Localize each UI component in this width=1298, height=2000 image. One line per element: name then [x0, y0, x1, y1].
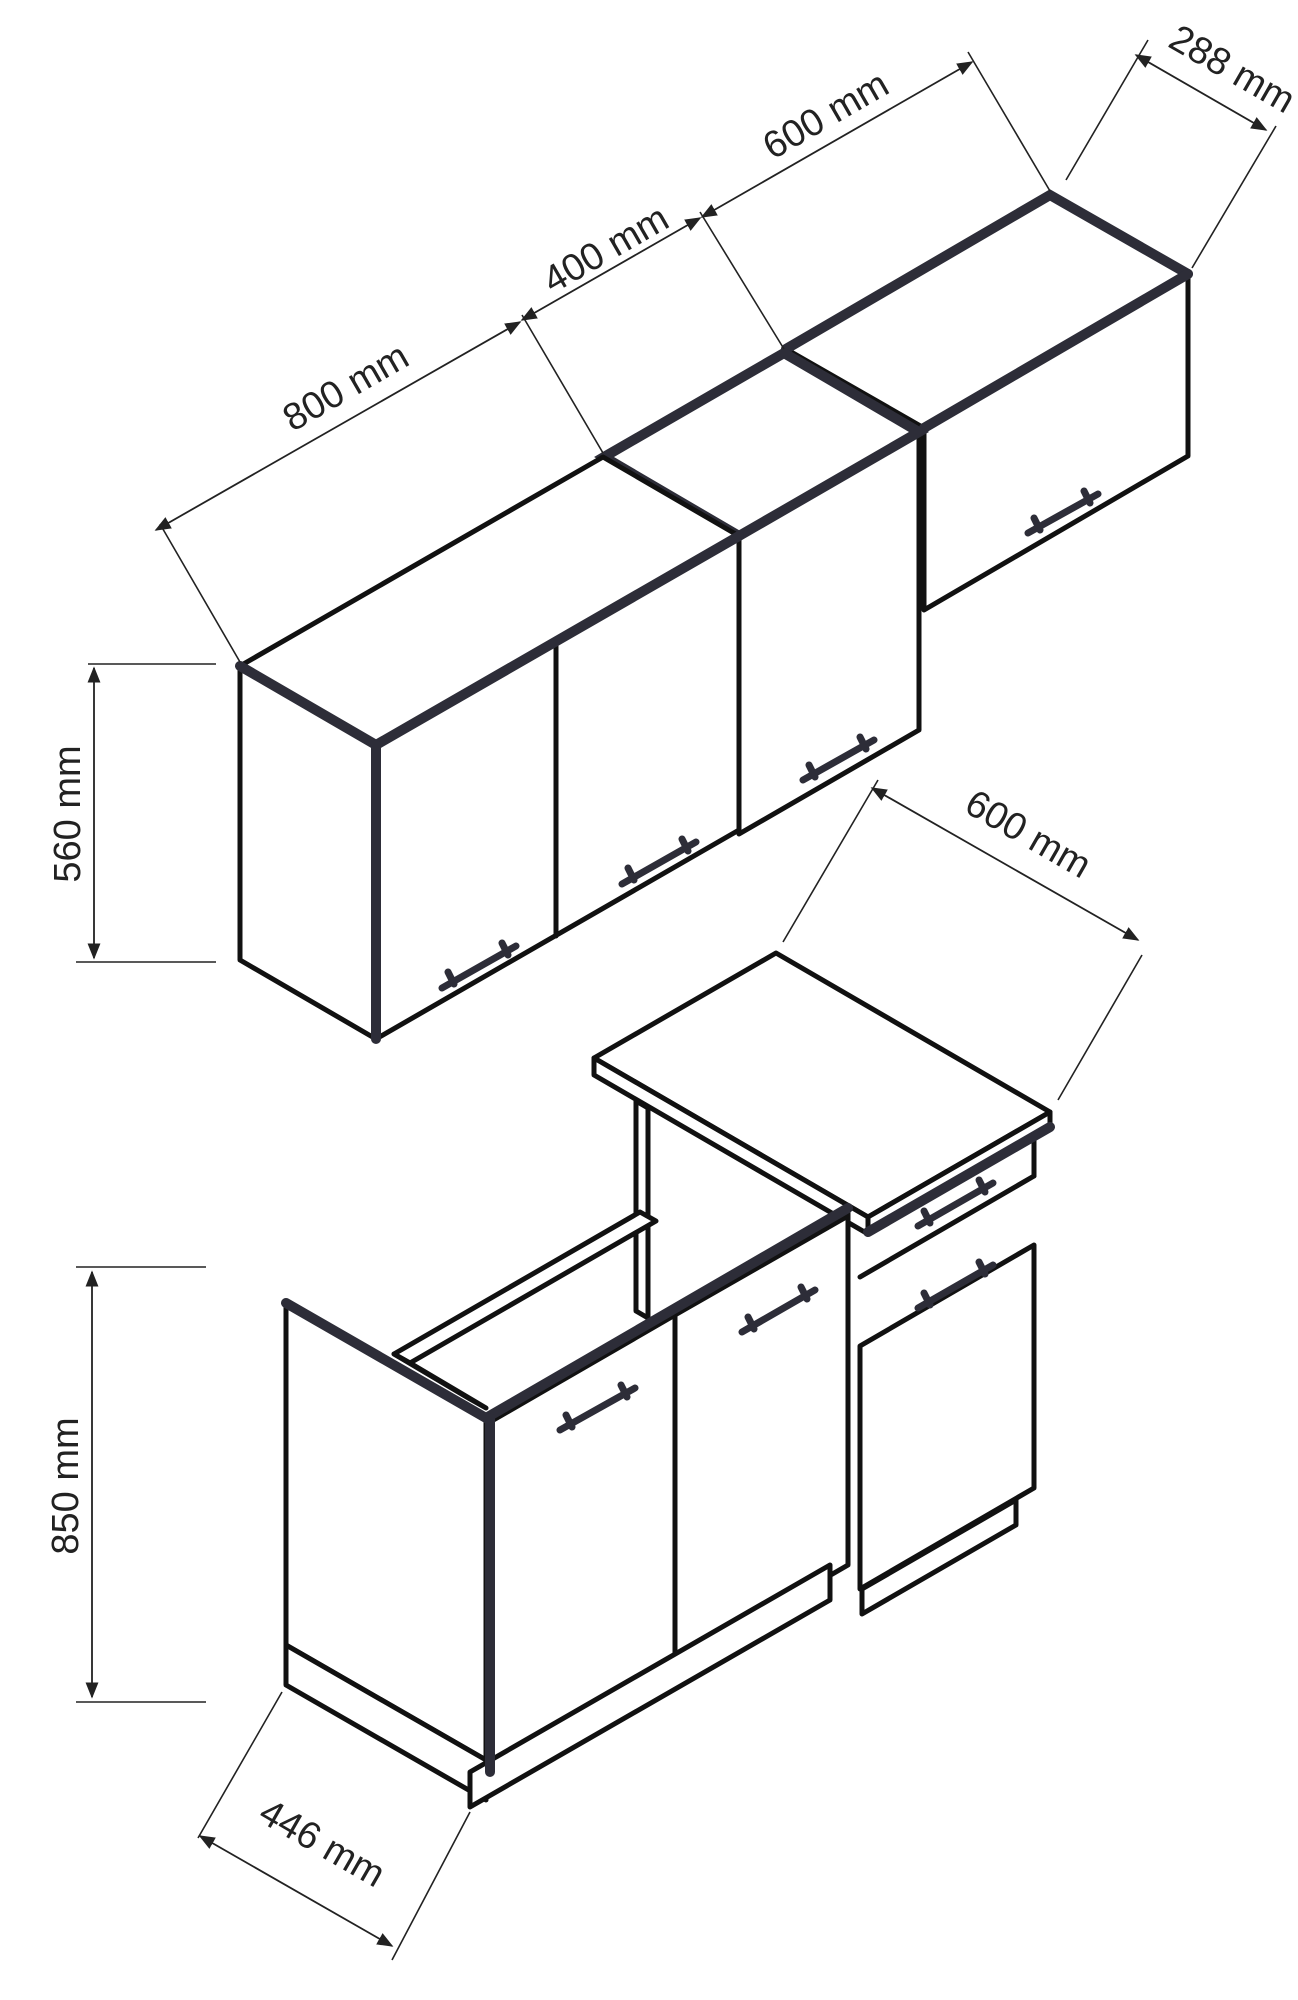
label-upper-width-600: 600 mm	[756, 63, 896, 168]
upper-cabinet-600	[781, 189, 1193, 613]
label-upper-width-800: 800 mm	[276, 335, 416, 440]
dim-line-800	[154, 321, 522, 531]
label-lower-height-850: 850 mm	[45, 1417, 87, 1554]
handle-icon	[556, 1381, 639, 1434]
dimension-lines	[76, 39, 1277, 1961]
label-upper-depth-288: 288 mm	[1162, 17, 1298, 122]
sink-cabinet-door-right	[672, 1213, 851, 1668]
handle-icon	[1024, 487, 1102, 537]
handle-icon	[738, 1283, 819, 1336]
dim-line-600-lower	[870, 787, 1140, 941]
drawer-split-line	[857, 1173, 1037, 1280]
handle-icon	[914, 1176, 997, 1230]
upper-cabinet-set	[235, 189, 1193, 1044]
dim-line-288	[1134, 54, 1268, 131]
handle-icon	[914, 1258, 997, 1312]
sink-cabinet	[281, 1098, 853, 1810]
handle-icon	[799, 733, 878, 784]
worktop-top	[591, 950, 1053, 1220]
handle-icon	[438, 939, 520, 992]
sink-cabinet-plinth	[467, 1562, 833, 1810]
label-upper-height-560: 560 mm	[47, 745, 89, 882]
lower-cabinet-600-plinth	[859, 1497, 1019, 1617]
label-lower-width-600: 600 mm	[958, 782, 1098, 887]
lower-cabinet-600	[591, 950, 1055, 1617]
dim-line-446	[198, 1835, 394, 1947]
handle-icon	[618, 835, 700, 888]
label-lower-depth-446: 446 mm	[252, 1791, 392, 1896]
sink-cabinet-back-post	[633, 1098, 651, 1321]
dim-line-600-upper	[700, 61, 974, 218]
lower-cabinet-set	[281, 950, 1055, 1810]
label-upper-width-400: 400 mm	[536, 197, 676, 302]
upper-cabinet-800	[235, 454, 744, 1044]
dim-line-400	[520, 217, 702, 321]
